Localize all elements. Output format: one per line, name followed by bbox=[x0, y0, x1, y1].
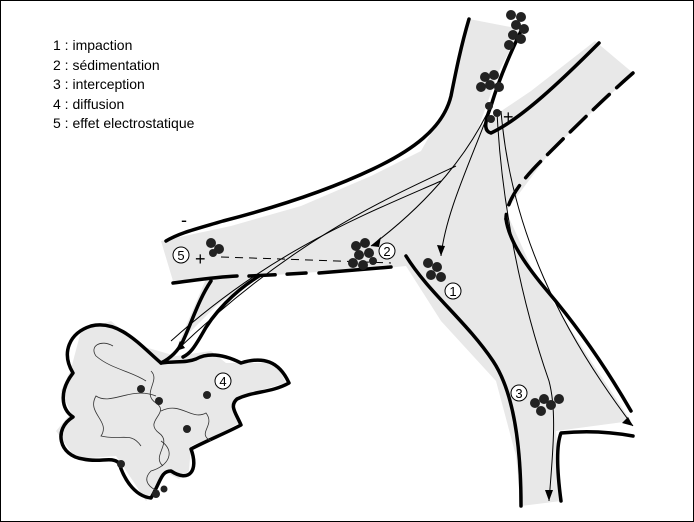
plus-sign-top: + bbox=[503, 107, 514, 127]
marker-1: 1 bbox=[445, 283, 461, 299]
plus-sign-left: + bbox=[195, 249, 206, 269]
svg-text:2: 2 bbox=[383, 244, 390, 259]
svg-text:3: 3 bbox=[515, 386, 522, 401]
marker-5: 5 bbox=[173, 247, 189, 263]
marker-2: 2 bbox=[379, 243, 395, 259]
svg-text:4: 4 bbox=[219, 374, 226, 389]
svg-text:5: 5 bbox=[177, 248, 184, 263]
svg-text:1: 1 bbox=[449, 284, 456, 299]
minus-sign-left: - bbox=[181, 210, 187, 230]
marker-3: 3 bbox=[511, 385, 527, 401]
marker-4: 4 bbox=[215, 373, 231, 389]
